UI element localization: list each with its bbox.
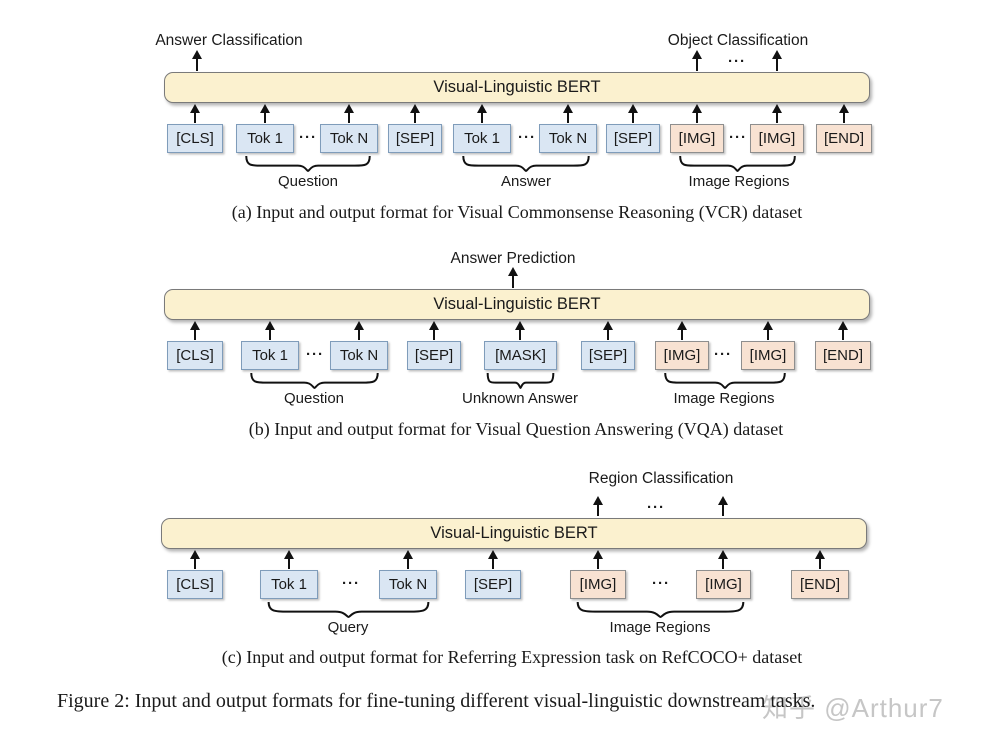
output-label-answer-classification: Answer Classification: [155, 32, 303, 49]
token-tokN: Tok N: [379, 570, 437, 599]
token-tok1: Tok 1: [260, 570, 318, 599]
brace: [679, 156, 796, 171]
token-sep: [SEP]: [606, 124, 660, 153]
ellipsis: ···: [728, 53, 746, 70]
subfigure-caption-c: (c) Input and output format for Referrin…: [221, 647, 803, 667]
token-end: [END]: [815, 341, 871, 370]
ellipsis: ···: [729, 129, 747, 146]
token-end: [END]: [791, 570, 849, 599]
bert-box: Visual-Linguistic BERT: [164, 72, 870, 103]
output-label-region-classification: Region Classification: [588, 470, 734, 487]
ellipsis: ···: [518, 129, 536, 146]
token-img: [IMG]: [741, 341, 795, 370]
brace: [576, 602, 745, 617]
brace: [250, 373, 379, 388]
subfigure-caption-a: (a) Input and output format for Visual C…: [231, 202, 803, 222]
token-tokN: Tok N: [539, 124, 597, 153]
token-tokN: Tok N: [320, 124, 378, 153]
token-cls: [CLS]: [167, 124, 223, 153]
token-tok1: Tok 1: [453, 124, 511, 153]
ellipsis: ···: [647, 499, 665, 516]
ellipsis: ···: [652, 575, 670, 592]
group-label-query: Query: [327, 619, 369, 636]
token-tok1: Tok 1: [236, 124, 294, 153]
figure-caption: Figure 2: Input and output formats for f…: [57, 690, 816, 712]
bert-box: Visual-Linguistic BERT: [161, 518, 867, 549]
token-mask: [MASK]: [484, 341, 557, 370]
token-sep: [SEP]: [407, 341, 461, 370]
ellipsis: ···: [342, 575, 360, 592]
group-label-unknown-answer: Unknown Answer: [462, 390, 578, 407]
bert-box: Visual-Linguistic BERT: [164, 289, 870, 320]
token-cls: [CLS]: [167, 570, 223, 599]
token-sep: [SEP]: [465, 570, 521, 599]
ellipsis: ···: [714, 346, 732, 363]
token-sep: [SEP]: [581, 341, 635, 370]
output-label-answer-prediction: Answer Prediction: [450, 250, 576, 267]
token-end: [END]: [816, 124, 872, 153]
group-label-question: Question: [283, 390, 345, 407]
subfigure-caption-b: (b) Input and output format for Visual Q…: [248, 419, 784, 439]
token-tok1: Tok 1: [241, 341, 299, 370]
brace: [487, 373, 554, 388]
output-label-object-classification: Object Classification: [667, 32, 809, 49]
token-img: [IMG]: [570, 570, 626, 599]
token-tokN: Tok N: [330, 341, 388, 370]
ellipsis: ···: [299, 129, 317, 146]
group-label-question: Question: [277, 173, 339, 190]
brace: [664, 373, 786, 388]
group-label-image-regions: Image Regions: [688, 173, 790, 190]
brace: [245, 156, 371, 171]
group-label-image-regions: Image Regions: [609, 619, 711, 636]
token-img: [IMG]: [696, 570, 751, 599]
ellipsis: ···: [306, 346, 324, 363]
zhihu-watermark: 知乎 @Arthur7: [762, 693, 944, 723]
token-img: [IMG]: [750, 124, 804, 153]
token-cls: [CLS]: [167, 341, 223, 370]
token-sep: [SEP]: [388, 124, 442, 153]
brace: [267, 602, 430, 617]
brace: [462, 156, 590, 171]
token-img: [IMG]: [655, 341, 709, 370]
token-img: [IMG]: [670, 124, 724, 153]
group-label-answer: Answer: [500, 173, 552, 190]
group-label-image-regions: Image Regions: [673, 390, 775, 407]
